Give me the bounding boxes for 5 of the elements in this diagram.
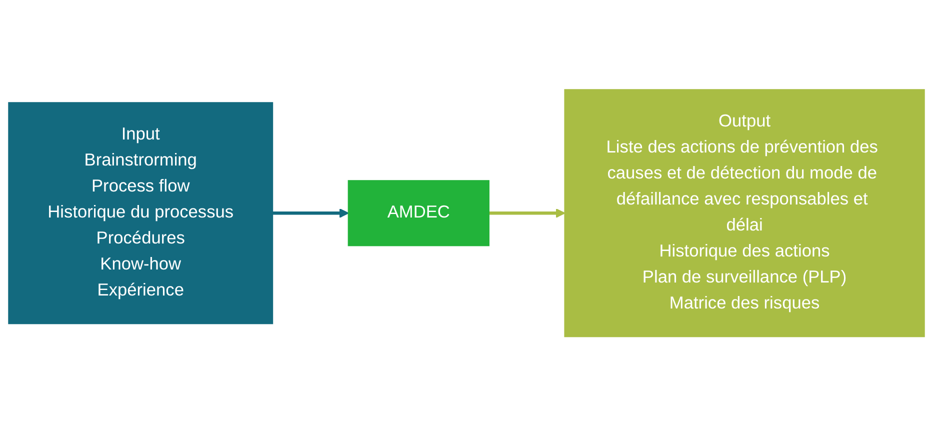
node-box: Output Liste des actions de prévention des causes et de détection du mode de défaillance avec responsables et délai Historique des actions Plan de surveillance (PLP) Matrice des risques <box>564 89 925 338</box>
arrow <box>272 208 349 218</box>
node-box: AMDEC <box>348 180 490 247</box>
node-box: Input Brainstrorming Process flow Historique du processus Procédures Know-how Expérience <box>8 102 274 324</box>
arrow <box>488 208 566 218</box>
